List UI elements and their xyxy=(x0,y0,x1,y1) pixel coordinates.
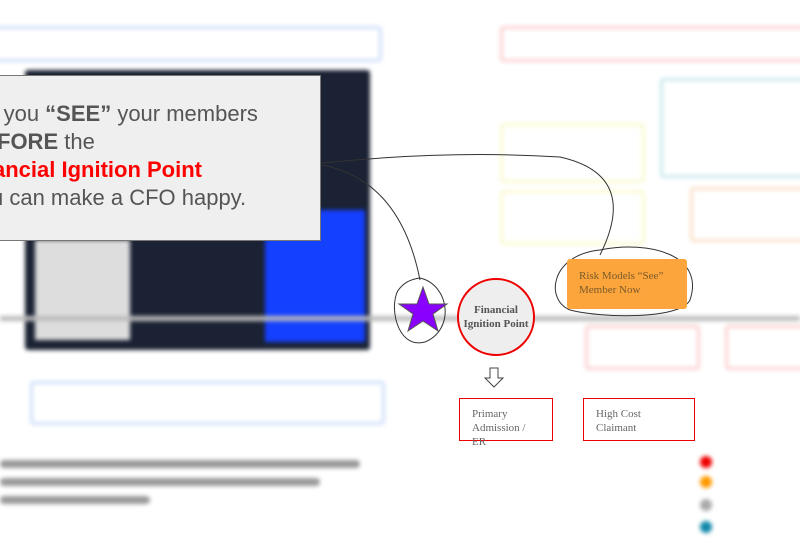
star-icon xyxy=(397,285,449,333)
financial-ignition-point: Financial Ignition Point xyxy=(457,278,535,356)
down-arrow-icon xyxy=(483,367,505,388)
ignition-callout: en you “SEE” your members FORE the ancia… xyxy=(0,75,321,241)
risk-models-box: Risk Models “See”Member Now xyxy=(567,259,687,309)
high-cost-claimant-box: High Cost Claimant xyxy=(583,398,695,441)
